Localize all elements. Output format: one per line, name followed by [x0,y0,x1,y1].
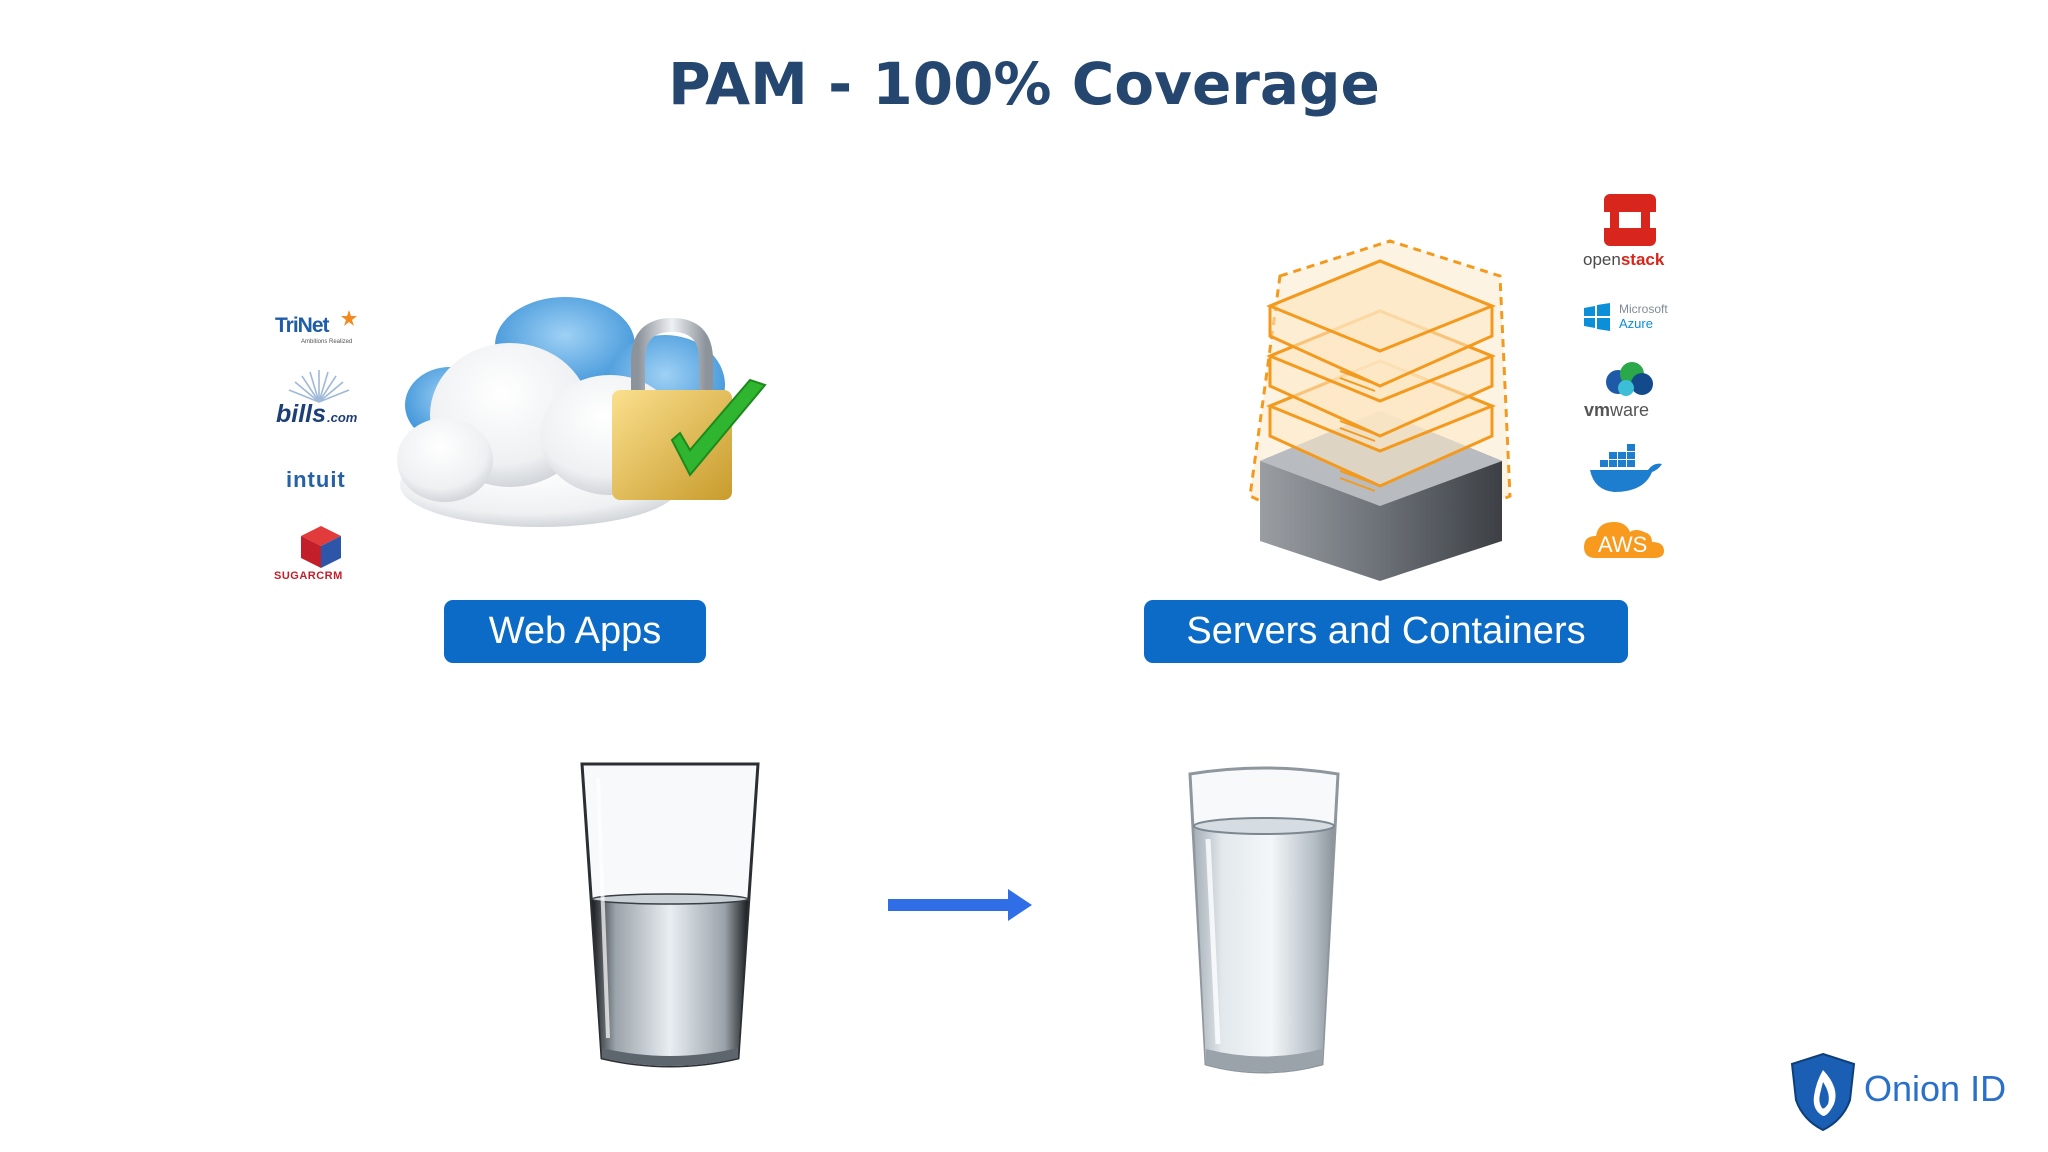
trinet-logo: TriNet Ambitions Realized [275,308,375,348]
azure-logo: Microsoft Azure [1582,300,1682,334]
aws-logo: AWS [1582,512,1666,566]
intuit-logo: intuit [286,467,346,492]
vmware-logo: vmware [1582,360,1682,422]
servers-containers-label: Servers and Containers [1144,600,1628,663]
server-stack-illustration [1240,236,1520,581]
slide-title: PAM - 100% Coverage [668,50,1380,118]
onion-id-text: Onion ID [1864,1068,2007,1109]
bills-logo: bills .com [272,368,372,428]
full-glass [1186,764,1342,1086]
half-full-glass [578,758,762,1078]
sugarcrm-logo: SUGARCRM [272,524,372,584]
onion-id-logo: Onion ID [1784,1052,2024,1132]
right-arrow [888,888,1032,922]
docker-logo [1588,440,1664,496]
openstack-logo: openstack [1580,192,1670,272]
cloud-lock-illustration [390,285,780,545]
web-apps-label: Web Apps [444,600,706,663]
